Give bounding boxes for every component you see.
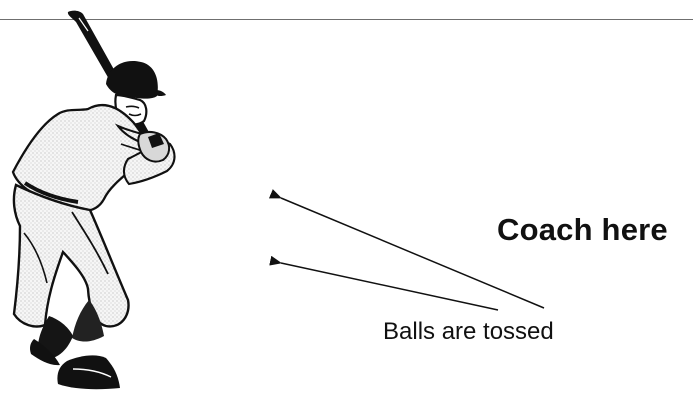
toss-label: Balls are tossed [383,318,554,346]
batter-figure [13,11,175,390]
lower-toss-arrow [281,263,498,310]
batting-helmet-icon [106,61,166,99]
coach-label: Coach here [497,212,668,248]
